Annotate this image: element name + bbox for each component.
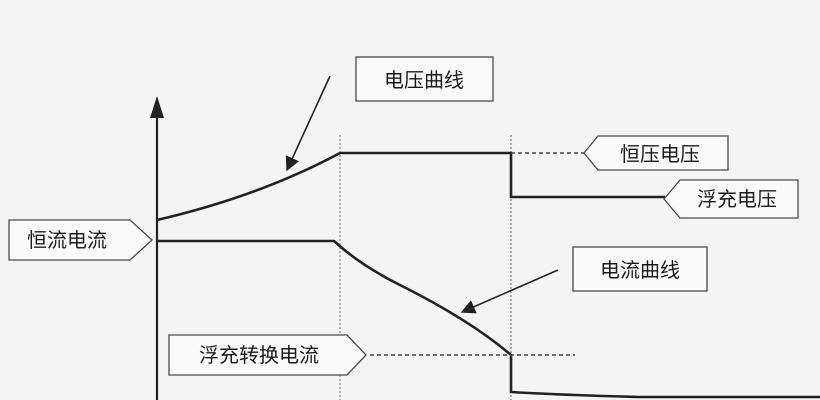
current-curve (157, 239, 820, 399)
cv-voltage-box (583, 135, 729, 171)
voltage-curve-label: 电压曲线 (384, 68, 464, 92)
cv-voltage-label: 恒压电压 (620, 142, 700, 166)
float-voltage-box (663, 179, 799, 219)
cc-current-callout: 恒流电流 (8, 219, 153, 261)
float-switch-current-box (168, 334, 367, 376)
cv-voltage-callout: 恒压电压 (583, 135, 729, 171)
cc-current-box (8, 219, 153, 261)
voltage-curve-box (355, 56, 494, 102)
current-curve-leader (460, 269, 559, 314)
y-axis-arrow-icon (150, 96, 164, 118)
voltage-curve-callout: 电压曲线 (355, 56, 494, 102)
current-curve-callout: 电流曲线 (572, 246, 708, 292)
cc-current-label: 恒流电流 (27, 228, 107, 252)
float-switch-current-callout: 浮充转换电流 (168, 334, 367, 376)
voltage-curve-leader (285, 75, 331, 172)
float-switch-current-label: 浮充转换电流 (199, 343, 319, 367)
float-voltage-label: 浮充电压 (697, 187, 777, 211)
current-curve-label: 电流曲线 (600, 258, 680, 282)
float-voltage-callout: 浮充电压 (663, 179, 799, 219)
voltage-curve (156, 151, 665, 222)
current-curve-box (572, 246, 708, 292)
